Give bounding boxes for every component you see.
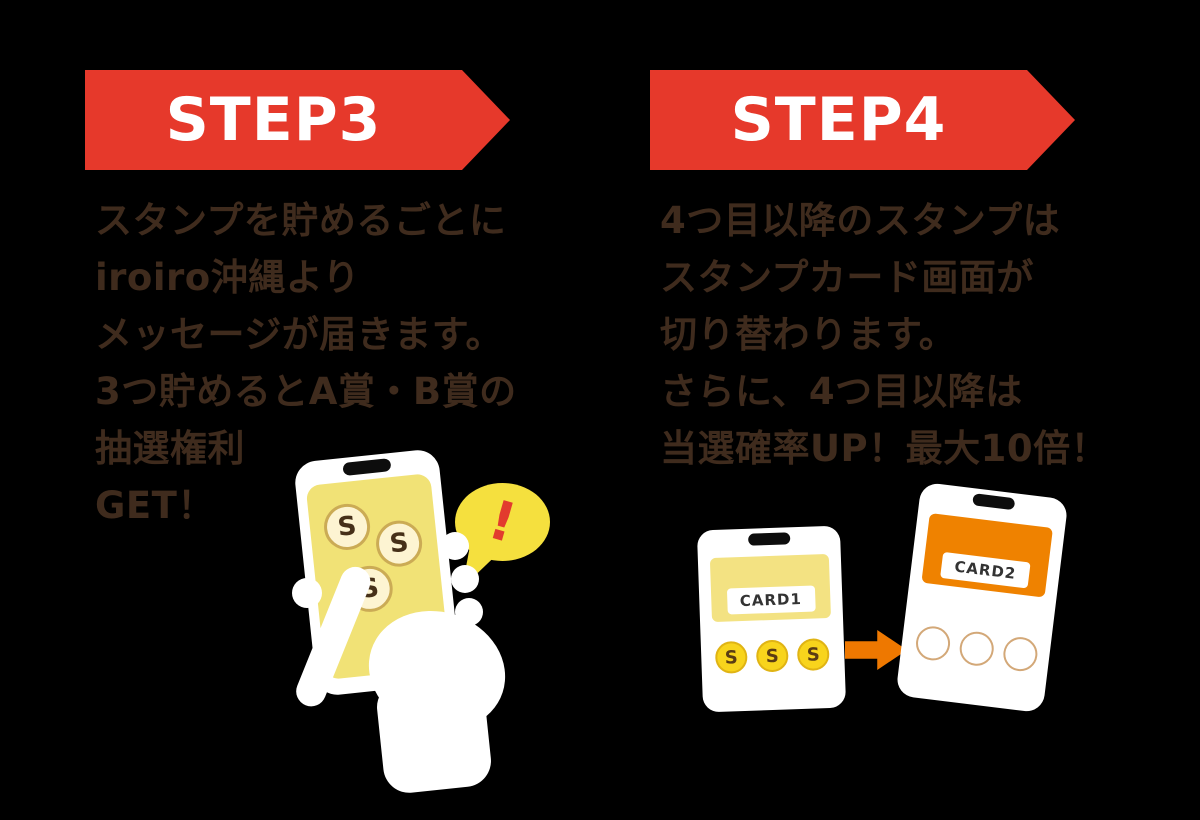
- step3-line-6: GET！: [95, 484, 215, 527]
- card1-label: CARD1: [726, 585, 816, 615]
- finger-knuckle-icon: [441, 532, 469, 560]
- stamp-icon: S: [796, 638, 830, 672]
- step3-line-3: メッセージが届きます。: [95, 313, 504, 356]
- step3-line-2: iroiro沖縄より: [95, 256, 360, 299]
- step3-line-5: 抽選権利: [95, 427, 245, 470]
- step4-banner-label: STEP4: [730, 85, 947, 155]
- step4-line-5: 当選確率UP！最大10倍！: [660, 427, 1109, 470]
- hand-wrist-icon: [374, 672, 494, 796]
- stamp-letter: S: [336, 511, 358, 543]
- phone-notch-icon: [972, 493, 1016, 511]
- stamp-letter: S: [765, 645, 780, 667]
- empty-stamp-slot-icon: [914, 624, 952, 663]
- empty-stamp-slot-icon: [1001, 635, 1040, 674]
- stamp-icon: S: [373, 518, 425, 569]
- step3-line-1: スタンプを貯めるごとに: [95, 199, 507, 242]
- empty-stamp-slot-icon: [957, 629, 996, 668]
- thumb-icon: [292, 578, 322, 608]
- step3-banner: STEP3: [85, 70, 510, 170]
- step3-banner-label: STEP3: [165, 85, 382, 155]
- step4-line-4: さらに、4つ目以降は: [660, 370, 1023, 413]
- card2-header-panel: CARD2: [921, 513, 1053, 598]
- alert-speech-bubble: !: [455, 483, 550, 561]
- card2-label-text: CARD2: [953, 557, 1018, 583]
- arrow-right-icon: [845, 630, 907, 670]
- step3-line-4: 3つ貯めるとA賞・B賞の: [95, 370, 517, 413]
- step3-illustration: S S S !: [280, 440, 610, 810]
- step4-line-3: 切り替わります。: [660, 313, 957, 356]
- step4-description: 4つ目以降のスタンプは スタンプカード画面が 切り替わります。 さらに、4つ目以…: [660, 192, 1108, 477]
- stamp-letter: S: [724, 646, 739, 669]
- step4-banner: STEP4: [650, 70, 1075, 170]
- step4-illustration: CARD1 S S S CARD2: [690, 480, 1090, 740]
- stamp-icon: S: [714, 640, 748, 674]
- exclamation-icon: !: [482, 487, 524, 556]
- stamp-card-2: CARD2: [895, 481, 1069, 714]
- stamp-card-1: CARD1 S S S: [696, 525, 847, 713]
- phone-notch-icon: [747, 532, 790, 546]
- card1-label-text: CARD1: [739, 589, 803, 611]
- step3-description: スタンプを貯めるごとに iroiro沖縄より メッセージが届きます。 3つ貯める…: [95, 192, 517, 534]
- stamp-icon: S: [321, 501, 373, 553]
- finger-knuckle-icon: [451, 565, 479, 593]
- phone-notch-icon: [341, 458, 391, 477]
- step4-line-2: スタンプカード画面が: [660, 256, 1034, 299]
- card1-header-panel: CARD1: [709, 553, 831, 623]
- stamp-icon: S: [755, 639, 789, 673]
- stamp-letter: S: [806, 643, 821, 666]
- card2-label: CARD2: [940, 551, 1031, 589]
- step4-line-1: 4つ目以降のスタンプは: [660, 199, 1061, 242]
- stamp-letter: S: [388, 527, 410, 560]
